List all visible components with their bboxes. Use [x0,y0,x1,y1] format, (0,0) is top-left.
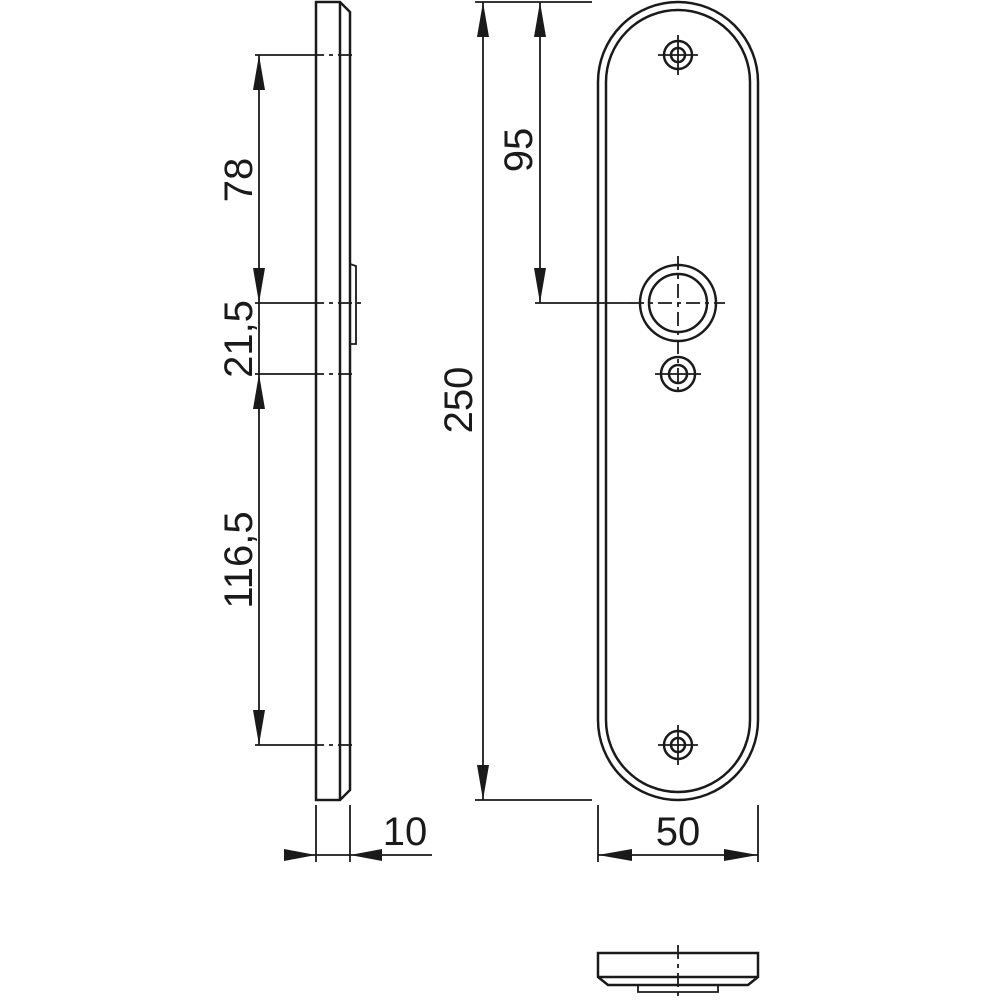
dimension-middle: 250 95 [437,1,630,801]
dim-95: 95 [497,128,541,173]
dim-21-5: 21,5 [217,300,261,378]
side-view [314,0,357,802]
key-hole [655,355,701,393]
dimension-left: 78 21,5 116,5 [217,55,265,745]
dim-78: 78 [217,158,261,203]
dim-50: 50 [656,810,701,854]
front-view [596,0,760,802]
screw-hole-top [658,35,698,75]
screw-hole-bottom [658,725,698,765]
handle-hole [638,263,718,343]
side-extension-lines [255,54,364,746]
dimension-thickness: 10 [284,805,432,862]
dimension-width: 50 [597,805,759,862]
dim-10: 10 [383,810,428,854]
dim-116-5: 116,5 [217,511,261,608]
bottom-view [596,945,760,1000]
dim-250: 250 [437,367,481,434]
handle-stub [349,263,357,345]
